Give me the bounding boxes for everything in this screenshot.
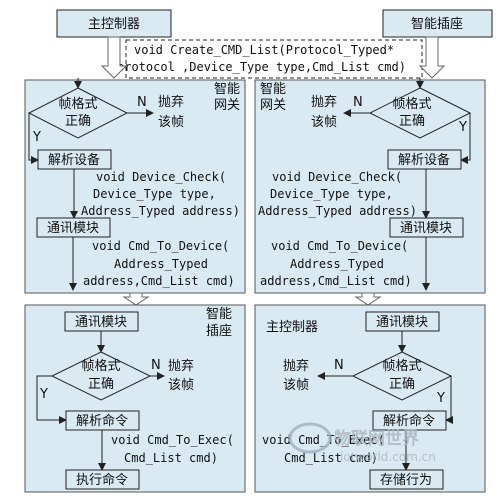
yes-label-bl: Y [39, 387, 48, 402]
store-behavior-br-box [369, 469, 444, 490]
discard-tl-2: 该帧 [158, 115, 184, 130]
discard-tl-1: 抛弃 [158, 95, 184, 110]
cmd-to-device-tl-1: void Cmd_To_Device( [92, 239, 229, 253]
fat-arrow-right [418, 36, 446, 79]
discard-bl-2: 该帧 [168, 378, 194, 393]
parse-command-br: 解析命令 [383, 413, 435, 429]
decision-tr [368, 87, 472, 139]
fat-arrow-bottom-left [122, 292, 150, 306]
decision-bl-line1: 帧格式 [81, 358, 120, 374]
cmd-to-exec-bl-2: Cmd_List cmd) [124, 451, 218, 465]
cmd-to-device-tr-3: address,Cmd_List cmd) [260, 274, 412, 288]
watermark-logo-icon [288, 422, 332, 454]
watermark: 物联网世界 iotworld.com.cn [288, 422, 436, 464]
decision-tl [27, 87, 129, 139]
smart-socket-label: 智能插座 [411, 17, 463, 32]
decision-tl-line1: 帧格式 [58, 96, 97, 112]
no-label-tl: N [137, 95, 147, 110]
fat-arrow-bottom-right [354, 292, 382, 306]
device-check-tr-3: Address_Typed address) [258, 204, 417, 218]
decision-tl-line2: 正确 [65, 114, 91, 129]
panel-main-controller [254, 304, 486, 493]
exec-command-bl-box [65, 469, 140, 490]
parse-device-tl: 解析设备 [48, 152, 100, 168]
panel-tl-title-1: 智能 [214, 82, 240, 97]
decision-tr-line1: 帧格式 [392, 96, 431, 112]
cmd-to-exec-bl-1: void Cmd_To_Exec( [111, 433, 234, 447]
decision-br [351, 351, 453, 401]
comm-module-bl: 通讯模块 [75, 315, 127, 330]
device-check-tl-2: Device_Type type, [93, 187, 216, 201]
discard-bl-1: 抛弃 [168, 359, 194, 374]
discard-br-2: 该帧 [283, 378, 309, 393]
comm-module-tl: 通讯模块 [47, 221, 99, 236]
discard-tr-1: 抛弃 [311, 95, 337, 110]
smart-socket-box [382, 9, 493, 38]
decision-bl-line2: 正确 [88, 377, 114, 392]
parse-device-tr-box [387, 149, 462, 170]
yes-label-br: Y [436, 391, 445, 406]
watermark-text: 物联网世界 [334, 428, 419, 449]
no-label-bl: N [151, 358, 161, 373]
create-cmd-list-line2: protocol ,Device_Type type,Cmd_List cmd) [117, 60, 406, 74]
device-check-tl-1: void Device_Check( [96, 170, 226, 184]
cmd-to-device-tl-3: address,Cmd_List cmd) [83, 274, 235, 288]
decision-br-line2: 正确 [389, 377, 415, 392]
parse-command-br-box [372, 410, 447, 431]
panel-br-title: 主控制器 [266, 320, 318, 335]
store-behavior-br: 存储行为 [380, 473, 432, 488]
arrow-br-yes [445, 376, 453, 424]
panel-tl-title-2: 网关 [214, 98, 240, 113]
device-check-tr-1: void Device_Check( [272, 170, 402, 184]
yes-label-tr: Y [458, 120, 467, 135]
panel-bl-title-1: 智能 [206, 307, 232, 322]
decision-tr-line2: 正确 [399, 114, 425, 129]
device-check-tr-2: Device_Type type, [270, 187, 393, 201]
discard-tr-2: 该帧 [311, 115, 337, 130]
discard-br-1: 抛弃 [283, 359, 309, 374]
arrow-tl-yes [28, 113, 39, 164]
create-cmd-list-frame [125, 39, 423, 79]
decision-bl [50, 351, 152, 401]
yes-label-tl: Y [32, 130, 41, 145]
decision-br-line1: 帧格式 [382, 358, 421, 374]
panel-socket [24, 304, 246, 493]
cmd-to-device-tr-1: void Cmd_To_Device( [271, 239, 408, 253]
main-controller-label: 主控制器 [88, 17, 140, 32]
cmd-to-exec-br-2: Cmd_List cmd) [284, 451, 378, 465]
panel-bl-title-2: 插座 [206, 324, 232, 339]
no-label-tr: N [353, 95, 363, 110]
create-cmd-list-line1: void Create_CMD_List(Protocol_Typed* [134, 43, 394, 57]
main-controller-box [56, 9, 172, 38]
parse-device-tr: 解析设备 [398, 152, 450, 168]
cmd-to-device-tr-2: Address_Typed [290, 257, 384, 271]
comm-module-br: 通讯模块 [376, 315, 428, 330]
comm-module-tr: 通讯模块 [400, 221, 452, 236]
exec-command-bl: 执行命令 [76, 472, 128, 488]
arrow-bl-yes [36, 375, 67, 424]
cmd-to-device-tl-2: Address_Typed [114, 257, 208, 271]
arrow-tr-yes [460, 113, 471, 164]
watermark-url: iotworld.com.cn [340, 450, 436, 464]
device-check-tl-3: Address_Typed address) [81, 204, 240, 218]
no-label-br: N [334, 358, 344, 373]
panel-tr-title-2: 网关 [260, 98, 286, 113]
fat-arrow-left [100, 36, 128, 79]
panel-tr-title-1: 智能 [260, 82, 286, 97]
parse-command-bl: 解析命令 [76, 413, 128, 429]
